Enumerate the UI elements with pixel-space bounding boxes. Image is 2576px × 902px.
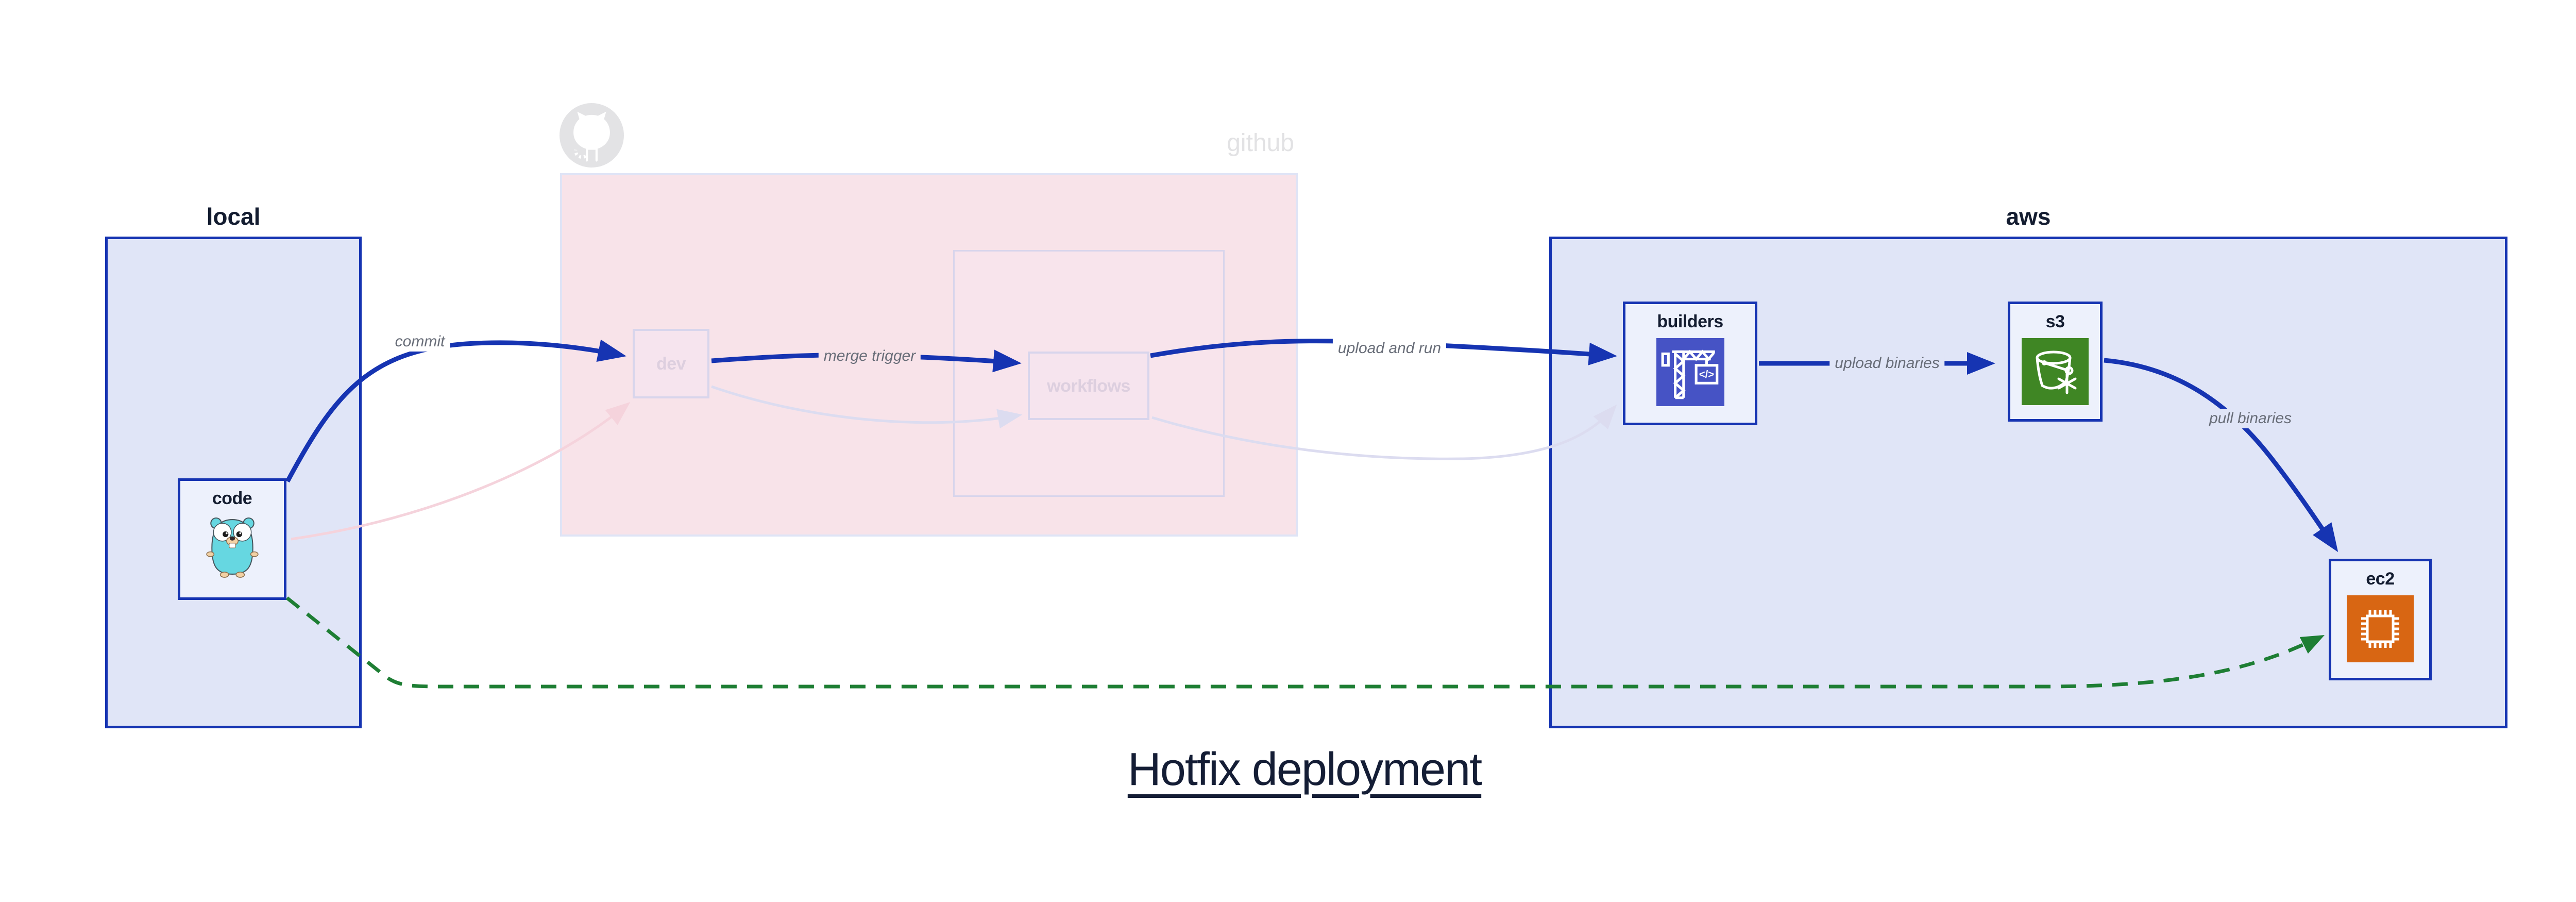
page-title: Hotfix deployment: [1127, 744, 1482, 795]
ec2-chip-icon: [2347, 595, 2414, 662]
node-code: code: [178, 478, 286, 600]
codebuild-crane-icon: </>: [1656, 338, 1724, 406]
edge-label-merge-trigger: merge trigger: [818, 346, 921, 366]
s3-glacier-bucket-icon: [2022, 338, 2089, 405]
node-dev: dev: [633, 329, 709, 398]
github-octocat-icon: [560, 103, 624, 168]
node-workflows: workflows: [1028, 352, 1149, 420]
github-container-label: github: [1227, 129, 1294, 157]
go-gopher-icon: [206, 517, 259, 578]
node-builders: builders </>: [1623, 302, 1757, 425]
node-dev-label: dev: [656, 354, 686, 374]
code-glyph: </>: [1699, 369, 1714, 380]
edge-label-upload-binaries: upload binaries: [1829, 354, 1945, 373]
local-container-label: local: [206, 203, 261, 230]
node-code-label: code: [212, 489, 252, 508]
node-builders-label: builders: [1657, 312, 1723, 331]
edge-label-upload-and-run: upload and run: [1332, 339, 1447, 358]
node-workflows-label: workflows: [1047, 376, 1130, 396]
node-ec2: ec2: [2329, 559, 2432, 680]
edge-label-pull-binaries: pull binaries: [2204, 409, 2297, 428]
node-ec2-label: ec2: [2366, 569, 2395, 589]
node-s3-label: s3: [2045, 312, 2065, 331]
node-s3: s3: [2008, 302, 2103, 422]
aws-container-label: aws: [2006, 203, 2051, 230]
edge-label-commit: commit: [389, 332, 450, 352]
